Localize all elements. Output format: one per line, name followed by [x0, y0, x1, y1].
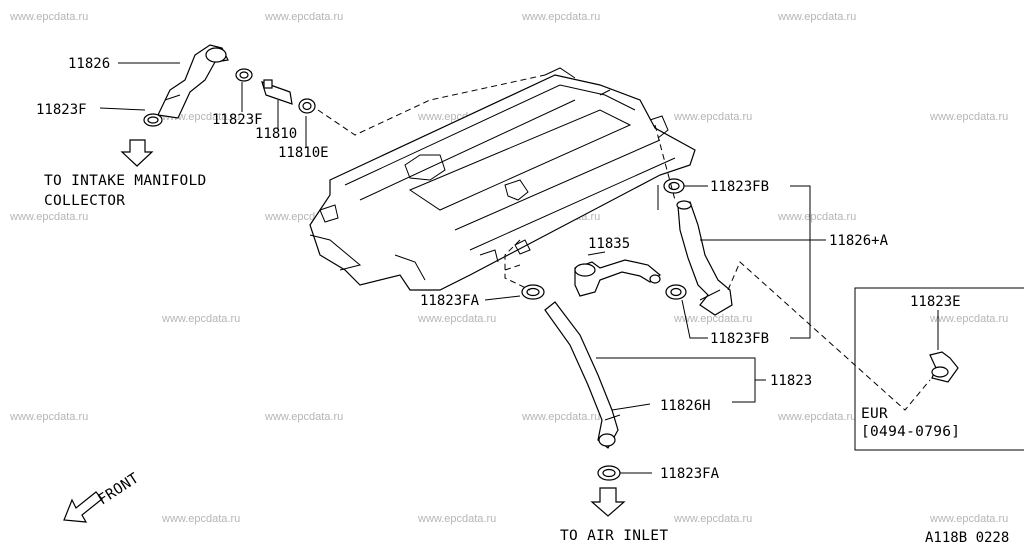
- label-11823FB-top: 11823FB: [710, 179, 769, 195]
- watermark: www.epcdata.ru: [929, 111, 1008, 123]
- eur-inset: [854, 287, 1024, 451]
- hose-11835: [574, 259, 661, 297]
- watermarks: www.epcdata.ru www.epcdata.ru www.epcdat…: [9, 11, 1008, 525]
- watermark: www.epcdata.ru: [929, 513, 1008, 525]
- clamp-11823F-mid: [235, 68, 253, 82]
- down-arrow-icon: [590, 487, 626, 517]
- note-to-air-inlet: TO AIR INLET: [560, 528, 668, 544]
- label-11823FA-bot: 11823FA: [660, 466, 720, 482]
- watermark: www.epcdata.ru: [673, 111, 752, 123]
- label-11823E: 11823E: [910, 294, 961, 310]
- note-to-intake-manifold: TO INTAKE MANIFOLD: [44, 173, 207, 189]
- watermark: www.epcdata.ru: [264, 411, 343, 423]
- watermark: www.epcdata.ru: [777, 211, 856, 223]
- diagram-code: A118B 0228: [925, 530, 1009, 546]
- clamp-11823FA-top: [521, 284, 545, 300]
- grommet-11810E: [298, 98, 316, 114]
- note-front: FRONT: [95, 470, 142, 508]
- watermark: www.epcdata.ru: [161, 513, 240, 525]
- watermark: www.epcdata.ru: [521, 11, 600, 23]
- watermark: www.epcdata.ru: [9, 11, 88, 23]
- hose-11826H: [544, 301, 621, 449]
- watermark: www.epcdata.ru: [929, 313, 1008, 325]
- label-11823F-mid: 11823F: [212, 112, 263, 128]
- clamp-11823FB-top: [663, 178, 685, 194]
- hose-11826: [157, 44, 229, 119]
- clamp-11823F-left: [143, 113, 163, 127]
- watermark: www.epcdata.ru: [673, 313, 752, 325]
- watermark: www.epcdata.ru: [264, 11, 343, 23]
- watermark: www.epcdata.ru: [673, 513, 752, 525]
- watermark: www.epcdata.ru: [777, 411, 856, 423]
- engine-cover: [309, 67, 696, 291]
- watermark: www.epcdata.ru: [521, 411, 600, 423]
- label-11835: 11835: [588, 236, 630, 252]
- label-11810: 11810: [255, 126, 297, 142]
- label-11823FA-left: 11823FA: [420, 293, 480, 309]
- hose-11826-A: [676, 200, 733, 316]
- label-11826: 11826: [68, 56, 110, 72]
- clamp-11823FA-bot: [597, 465, 621, 481]
- watermark: www.epcdata.ru: [417, 313, 496, 325]
- down-arrow-icon: [120, 139, 154, 167]
- watermark: www.epcdata.ru: [777, 11, 856, 23]
- note-collector: COLLECTOR: [44, 193, 125, 209]
- watermark: www.epcdata.ru: [161, 111, 240, 123]
- watermark: www.epcdata.ru: [9, 211, 88, 223]
- label-11826H: 11826H: [660, 398, 711, 414]
- front-arrow-icon: [63, 491, 103, 523]
- label-11826-A: 11826+A: [829, 233, 889, 249]
- label-11823F-left: 11823F: [36, 102, 87, 118]
- note-eur-range: [0494-0796]: [861, 424, 960, 440]
- watermark: www.epcdata.ru: [417, 513, 496, 525]
- note-eur: EUR: [861, 406, 888, 422]
- label-11823: 11823: [770, 373, 812, 389]
- label-11823FB-bot: 11823FB: [710, 331, 769, 347]
- watermark: www.epcdata.ru: [161, 313, 240, 325]
- label-11810E: 11810E: [278, 145, 329, 161]
- pcv-valve-11810: [261, 79, 293, 105]
- clamp-11823FB-bot: [665, 284, 687, 300]
- watermark: www.epcdata.ru: [9, 411, 88, 423]
